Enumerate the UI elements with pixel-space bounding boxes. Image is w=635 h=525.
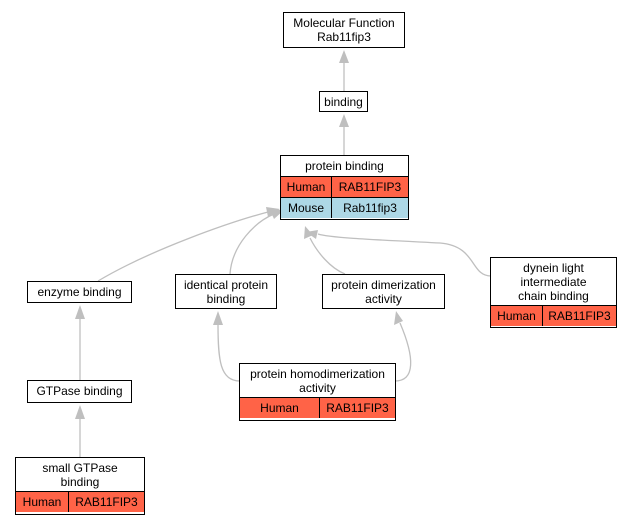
gene-label: Rab11fip3: [331, 198, 408, 218]
arrowhead-mf: [339, 50, 349, 63]
arrowhead-enzyme: [75, 305, 85, 319]
node-small-gtpase-line1: small GTPase: [42, 461, 118, 475]
node-molecular-function[interactable]: Molecular Function Rab11fip3: [283, 12, 405, 48]
node-identical-protein-binding[interactable]: identical protein binding: [175, 274, 277, 309]
node-mf-line2: Rab11fip3: [317, 30, 371, 44]
node-dimerization-line2: activity: [365, 292, 402, 306]
species-row-human: Human RAB11FIP3: [281, 176, 408, 197]
node-protein-dimerization[interactable]: protein dimerization activity: [322, 274, 445, 309]
edge-dynein-to-protein-binding: [317, 233, 492, 277]
edge-homodimer-to-identical: [217, 323, 241, 382]
node-gtpase-binding-label: GTPase binding: [36, 384, 123, 398]
node-homodimer-line2: activity: [299, 381, 336, 395]
node-protein-homodimerization[interactable]: protein homodimerization activity Human …: [239, 363, 396, 421]
arrowhead-dynein-pb: [306, 230, 318, 239]
node-gtpase-binding[interactable]: GTPase binding: [27, 380, 132, 403]
arrowhead-binding: [339, 114, 349, 127]
node-enzyme-binding-label: enzyme binding: [37, 285, 122, 299]
species-row-human: Human RAB11FIP3: [240, 397, 395, 418]
node-dynein-line2: intermediate: [520, 275, 587, 289]
node-enzyme-binding[interactable]: enzyme binding: [27, 281, 132, 303]
species-label: Human: [497, 309, 536, 323]
node-identical-line2: binding: [206, 292, 246, 306]
species-row-mouse: Mouse Rab11fip3: [281, 197, 408, 218]
node-dynein-line3: chain binding: [518, 289, 589, 303]
node-homodimer-line1: protein homodimerization: [250, 367, 385, 381]
edge-dimerization-to-protein-binding: [309, 237, 346, 275]
species-row-human: Human RAB11FIP3: [491, 305, 616, 326]
arrowhead-identical: [213, 311, 223, 325]
node-binding[interactable]: binding: [319, 91, 368, 112]
edge-identical-to-protein-binding: [229, 213, 275, 275]
edge-homodimer-to-dimerization: [394, 322, 412, 382]
node-protein-binding[interactable]: protein binding Human RAB11FIP3 Mouse Ra…: [280, 155, 409, 220]
species-label: Mouse: [287, 201, 325, 215]
species-label: Human: [286, 180, 326, 194]
node-protein-binding-label: protein binding: [305, 159, 384, 173]
node-small-gtpase-binding[interactable]: small GTPase binding Human RAB11FIP3: [15, 457, 145, 515]
species-label: Human: [22, 495, 62, 509]
edge-enzyme-to-protein-binding: [97, 211, 269, 282]
gene-label: RAB11FIP3: [542, 306, 616, 326]
node-dynein-line1: dynein light: [523, 261, 584, 275]
node-small-gtpase-line2: binding: [60, 475, 100, 489]
arrowhead-dimerization: [394, 311, 403, 325]
node-mf-line1: Molecular Function: [293, 16, 395, 30]
node-binding-label: binding: [324, 95, 363, 109]
species-label: Human: [260, 401, 299, 415]
gene-label: RAB11FIP3: [319, 398, 395, 418]
node-identical-line1: identical protein: [183, 278, 269, 292]
species-row-human: Human RAB11FIP3: [16, 491, 144, 512]
node-dynein-binding[interactable]: dynein light intermediate chain binding …: [490, 257, 617, 328]
node-dimerization-line1: protein dimerization: [331, 278, 436, 292]
gene-label: RAB11FIP3: [68, 492, 144, 512]
arrowhead-gtpase: [75, 405, 85, 419]
gene-label: RAB11FIP3: [331, 177, 408, 197]
